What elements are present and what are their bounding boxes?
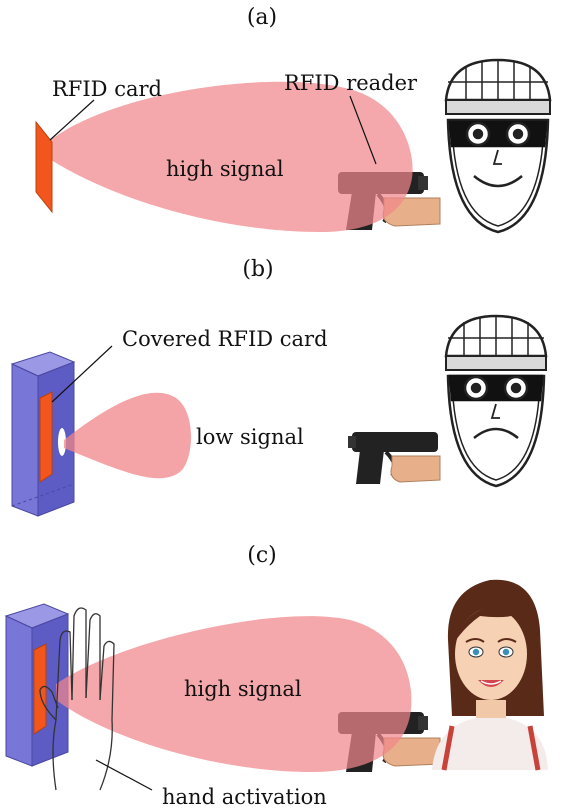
panel-c-caption: (c) (247, 543, 277, 568)
covered-rfid-card-label: Covered RFID card (122, 327, 328, 351)
hand-leader-line (95, 759, 153, 791)
high-signal-lobe-c (56, 616, 412, 772)
covered-card-leader-line (51, 345, 113, 403)
panel-b: (b) Covered RFID card low signal (10, 257, 548, 517)
hand-activation-label: hand activation (162, 785, 327, 809)
high-signal-lobe-a (48, 81, 413, 232)
rfid-reader-label: RFID reader (284, 71, 418, 95)
woman-happy-icon (432, 579, 548, 771)
panel-a-caption: (a) (247, 5, 277, 30)
panel-b-caption: (b) (242, 257, 273, 282)
thief-sad-icon (444, 314, 548, 488)
high-signal-label-a: high signal (166, 157, 284, 181)
rfid-reader-gun-b (348, 432, 441, 484)
thief-happy-icon (444, 58, 552, 234)
hand-outline-icon (39, 607, 115, 791)
card-leader-line (49, 99, 95, 141)
low-signal-lobe (64, 392, 192, 479)
reader-leader-line (349, 95, 377, 165)
shield-box-b (10, 351, 76, 517)
panel-c: (c) high signal hand a (4, 543, 548, 809)
high-signal-label-c: high signal (184, 677, 302, 701)
rfid-card-label: RFID card (52, 77, 162, 101)
low-signal-label: low signal (196, 425, 304, 449)
panel-a: (a) RFID card RFID reader high signal (35, 5, 552, 234)
rfid-card-a (35, 120, 53, 214)
